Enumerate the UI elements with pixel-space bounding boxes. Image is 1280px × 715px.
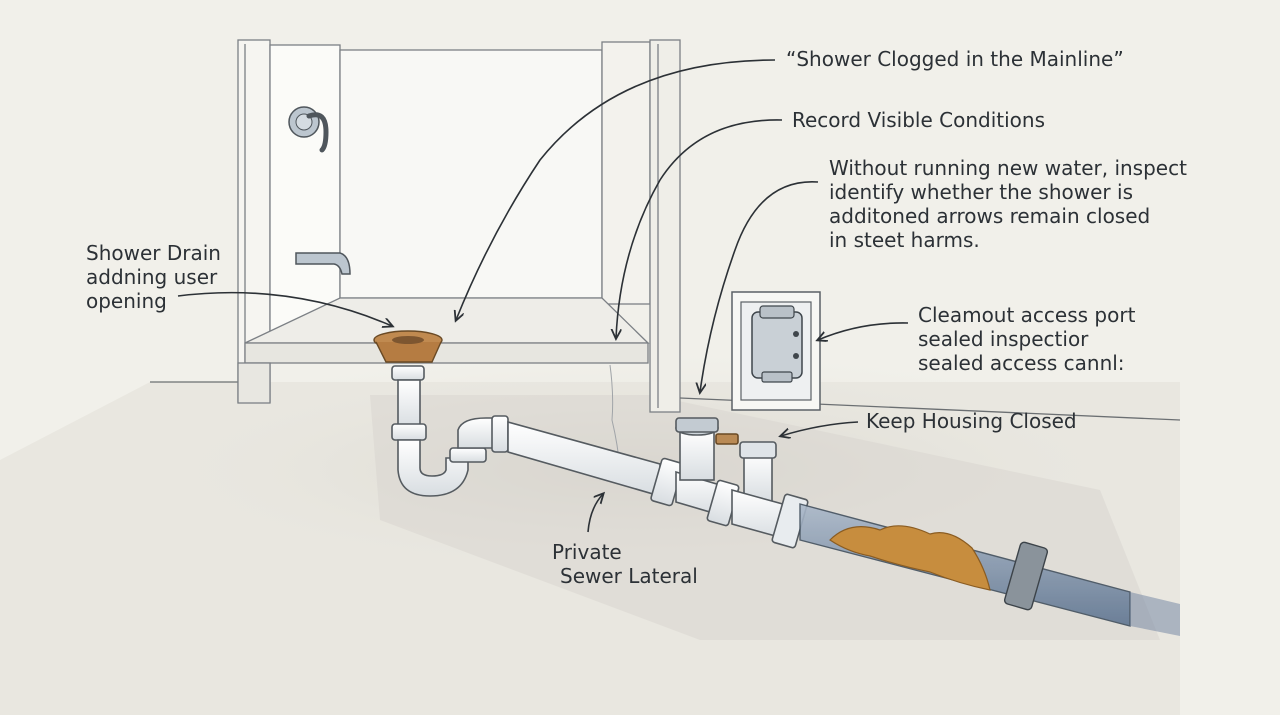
arrow-sewer-lateral [587, 494, 603, 533]
arrow-cleanout [818, 322, 909, 340]
label-private-sewer-lateral: Private Sewer Lateral [552, 540, 698, 588]
label-line: additoned arrows remain closed [829, 204, 1151, 228]
shower-valve-icon [288, 106, 329, 153]
shower-drain-icon [373, 330, 443, 363]
arrow-shower-drain [177, 291, 392, 326]
floor [0, 350, 1200, 715]
label-line: Record Visible Conditions [792, 108, 1046, 132]
drain-piping [391, 365, 809, 549]
label-shower-drain: Shower Drain addning user opening [86, 241, 221, 313]
label-line: “Shower Clogged in the Mainline” [786, 47, 1124, 71]
label-line: sealed inspectior [918, 327, 1089, 351]
label-record-visible-conditions: Record Visible Conditions [792, 108, 1045, 132]
clogged-lateral-section [799, 503, 1180, 636]
label-shower-clogged-mainline: “Shower Clogged in the Mainline” [786, 47, 1124, 71]
label-cleanout-access-port: Cleamout access port sealed inspectior s… [918, 303, 1135, 375]
label-line: Shower Drain [86, 241, 221, 265]
tub-spout-icon [295, 252, 351, 275]
label-line: identify whether the shower is [829, 180, 1133, 204]
label-keep-housing-closed: Keep Housing Closed [866, 409, 1077, 433]
shower-enclosure [237, 39, 681, 471]
label-line: Private [552, 540, 622, 564]
label-line: Keep Housing Closed [866, 409, 1077, 433]
label-without-running-water: Without running new water, inspect ident… [829, 156, 1187, 252]
arrow-keep-housing [781, 421, 859, 436]
callout-arrows [177, 59, 909, 533]
label-line: opening [86, 289, 167, 313]
label-line: Without running new water, inspect [829, 156, 1187, 180]
label-line: addning user [86, 265, 218, 289]
arrow-without-running [700, 181, 819, 392]
label-line: Sewer Lateral [560, 564, 698, 588]
cleanout-access-port-icon [731, 291, 821, 411]
arrow-record-conditions [616, 119, 783, 338]
label-line: Cleamout access port [918, 303, 1136, 327]
arrow-mainline [456, 59, 776, 320]
label-line: in steet harms. [829, 228, 980, 252]
label-line: sealed access cannl: [918, 351, 1125, 375]
